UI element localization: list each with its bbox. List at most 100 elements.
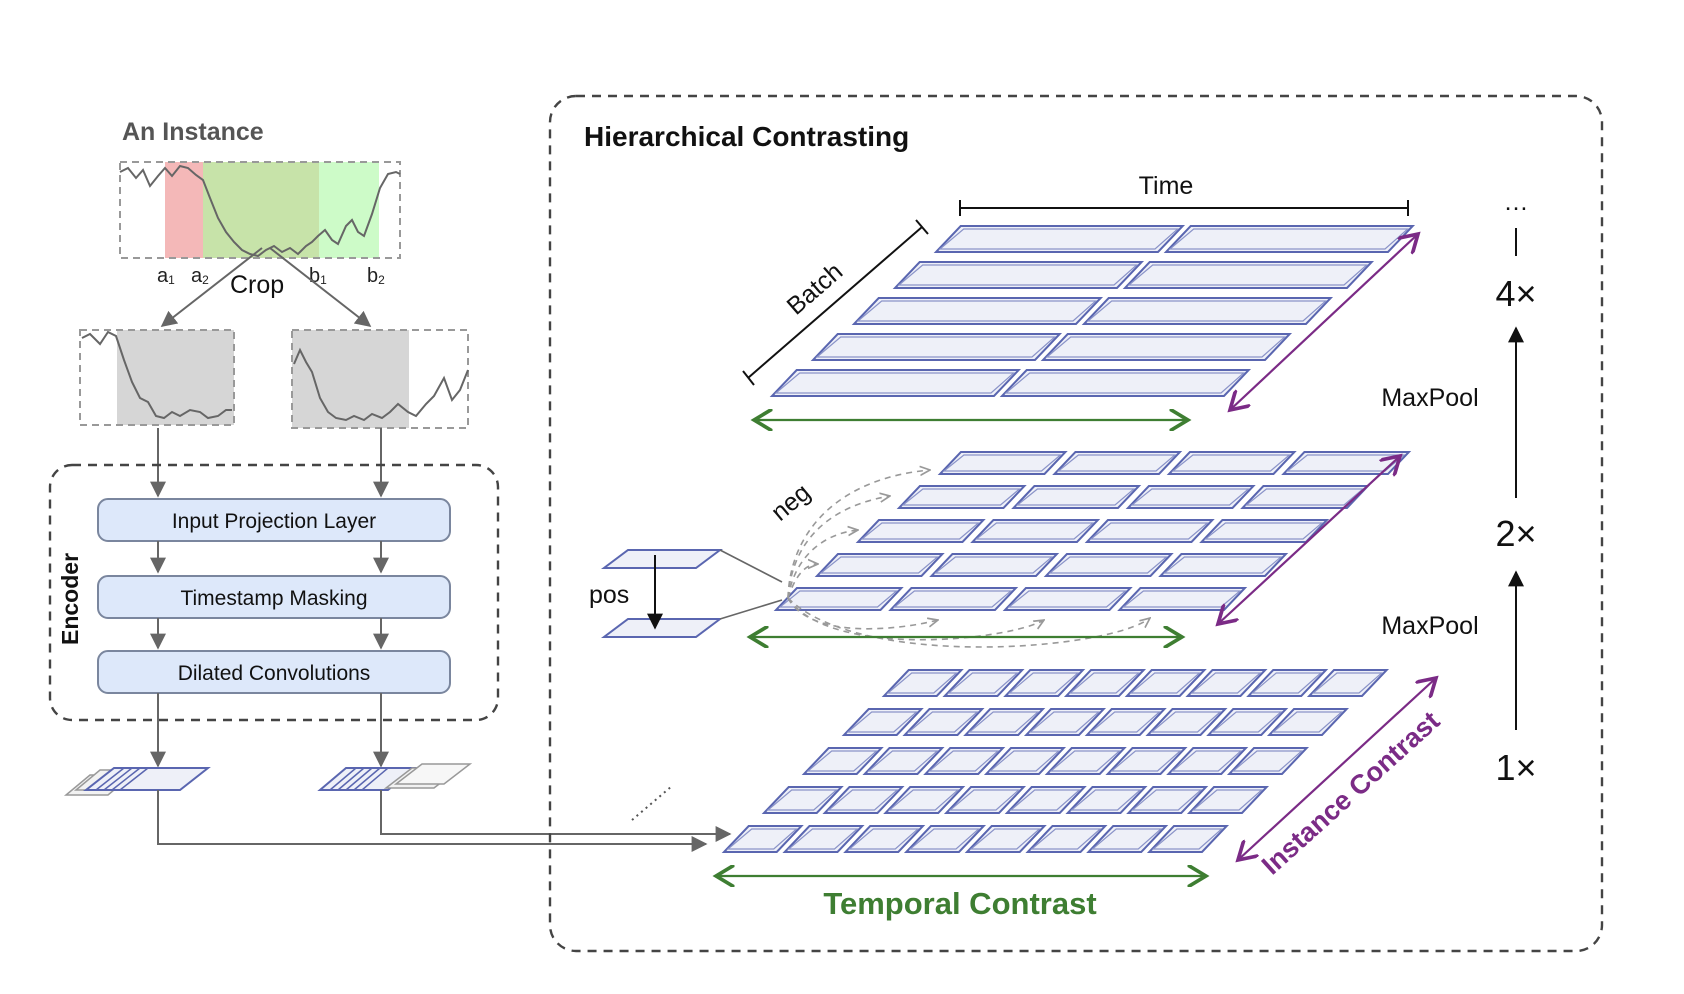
temporal-contrast-label: Temporal Contrast (823, 886, 1096, 921)
level-1x-tile-inner (806, 750, 879, 772)
level-1x-tile (1145, 708, 1228, 736)
level-2x-tile-inner (860, 522, 981, 540)
instance-arrow-top (1230, 234, 1418, 410)
level-2x-tile (1043, 553, 1174, 577)
level-2x-tile (773, 587, 904, 611)
level-4x-tile (1081, 297, 1334, 325)
level-1x-tile-inner (887, 789, 960, 811)
ellipsis-top: … (1504, 188, 1529, 216)
level-1x-tile (1105, 747, 1188, 775)
encoder-frame (48, 463, 500, 722)
level-1x-tile (902, 708, 985, 736)
level-2x-tile-inner (1007, 590, 1128, 608)
representation-stack-left (63, 767, 211, 796)
level-1x-tile-inner (867, 750, 939, 772)
level-2x-tile-inner (1089, 522, 1210, 540)
level-1x-tile (963, 708, 1046, 736)
level-4x-tile (892, 261, 1145, 289)
level-1x-tile-inner (847, 828, 920, 850)
level-2x-tile (1084, 519, 1215, 543)
level-1x-tile-inner (907, 711, 979, 733)
level-1x-tile-inner (1110, 750, 1182, 772)
level-1x-tile (1044, 747, 1127, 775)
level-1x-tile-inner (726, 828, 799, 850)
level-1x-tile (1065, 786, 1148, 814)
level-1x-tile-inner (1090, 828, 1163, 850)
multiplier-1x: 1× (1495, 747, 1536, 788)
marker-a1: a1 (157, 265, 175, 287)
level-2x-tile-inner (1056, 454, 1177, 472)
level-2x-tile-inner (942, 454, 1063, 472)
level-2x-tile (1052, 451, 1183, 475)
level-2x-tile (970, 519, 1101, 543)
level-4x-tile-inner (938, 228, 1180, 250)
level-1x-tile-inner (988, 750, 1061, 772)
level-1x-tile-inner (969, 828, 1042, 850)
level-1x-tile-inner (1068, 672, 1141, 694)
level-1x-tile-inner (948, 789, 1021, 811)
connector-right (380, 790, 732, 842)
level-1x-tile-inner (1129, 672, 1202, 694)
level-1x-tile (782, 825, 865, 853)
level-1x-tile (761, 786, 844, 814)
level-1x-tile (843, 825, 926, 853)
batch-axis-label: Batch (782, 257, 849, 320)
level-1x-tile (1004, 786, 1087, 814)
level-1x-tile-inner (1007, 672, 1080, 694)
level-1x-tile-inner (927, 750, 1000, 772)
level-2x-tile-inner (974, 522, 1095, 540)
crop-label: Crop (230, 271, 284, 299)
level-2x-tile-inner (892, 590, 1013, 608)
level-1x-tile-inner (947, 672, 1019, 694)
level-2x-tile-inner (819, 556, 940, 574)
level-2x-tile-inner (778, 590, 899, 608)
level-1x-tile-inner (766, 789, 839, 811)
level-1x-tile-inner (967, 711, 1040, 733)
level-1x-tile (983, 747, 1067, 775)
level-1x-tile (964, 825, 1047, 853)
level-2x-tile (855, 519, 986, 543)
level-2x-tile (814, 553, 945, 577)
input-projection-label: Input Projection Layer (172, 510, 376, 533)
level-4x-tile (810, 333, 1063, 361)
level-1x-tile-inner (1009, 789, 1082, 811)
hierarchy-title: Hierarchical Contrasting (584, 121, 909, 152)
level-1x-tile (841, 708, 924, 736)
instance-arrow-middle (1218, 456, 1400, 624)
level-1x-tile (1084, 708, 1167, 736)
representation-stack-right (317, 763, 473, 791)
pos-tile-top (601, 549, 723, 569)
batch-axis (742, 219, 929, 386)
region-b (319, 162, 379, 258)
level-2x-tile-inner (1048, 556, 1169, 574)
timestamp-masking-label: Timestamp Masking (180, 587, 367, 610)
level-1x-tile (1003, 669, 1086, 697)
level-1x-tile-inner (1130, 789, 1203, 811)
neg-label: neg (766, 478, 816, 526)
level-2x-tile-inner (933, 556, 1054, 574)
level-4x-tile (1163, 225, 1416, 253)
level-4x-tile-inner (897, 264, 1139, 286)
level-1x-tile-inner (1089, 711, 1162, 733)
crop-view-left (79, 329, 235, 426)
level-2x-tile (888, 587, 1019, 611)
level-2x-tile (1002, 587, 1133, 611)
level-1x-tile (1124, 669, 1207, 697)
dilated-convolutions-layer (97, 650, 451, 694)
level-4x-tile-inner (856, 300, 1098, 322)
timestamp-masking-layer (97, 575, 451, 619)
instance-arrow-bottom (1238, 678, 1436, 860)
level-1x-tile-inner (908, 828, 981, 850)
pos-tile-bottom (601, 618, 723, 638)
level-1x-tile-inner (846, 711, 919, 733)
level-4x-tile (1040, 333, 1293, 361)
level-4x-tile-inner (815, 336, 1057, 358)
maxpool-label-upper: MaxPool (1381, 384, 1478, 412)
instance-waveform (119, 164, 401, 258)
level-2x-tile (896, 485, 1027, 509)
level-1x-tile (721, 825, 804, 853)
input-projection-layer (97, 498, 451, 542)
encoder-block: Encoder Input Projection Layer Timestamp… (48, 463, 500, 722)
level-1x-tile-inner (886, 672, 959, 694)
